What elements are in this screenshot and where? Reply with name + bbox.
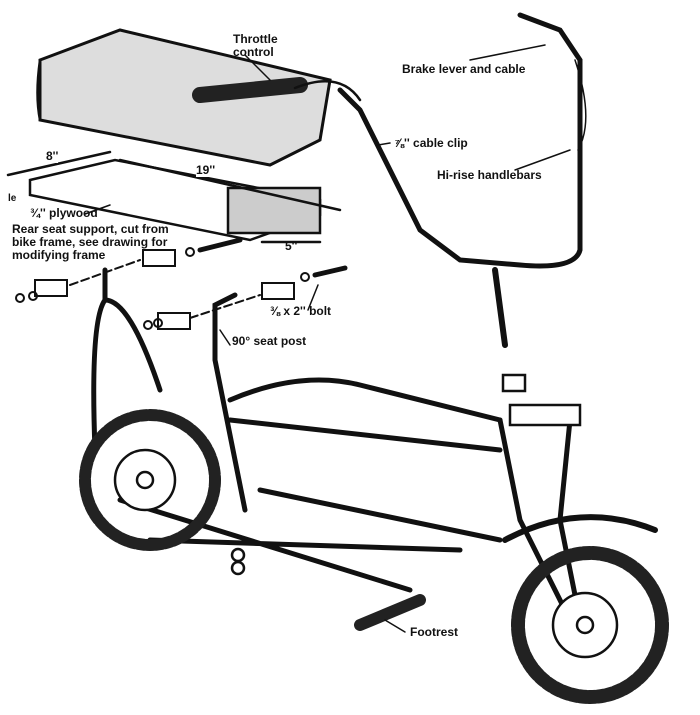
- label-dim-5: 5'': [285, 239, 298, 253]
- handlebars: [337, 12, 583, 269]
- label-brake-lever: Brake lever and cable: [402, 62, 526, 76]
- label-cable-clip: ⅞'' cable clip: [394, 136, 468, 150]
- label-handlebars: Hi-rise handlebars: [437, 168, 542, 182]
- front-wheel: [511, 546, 669, 704]
- label-throttle-control: Throttle control: [233, 32, 278, 59]
- label-footrest: Footrest: [410, 625, 458, 639]
- rear-wheel: [79, 409, 221, 551]
- label-rear-seat-support: Rear seat support, cut from bike frame, …: [12, 222, 169, 262]
- seat-post: [212, 292, 248, 513]
- main-frame: [117, 377, 503, 593]
- label-seat-post: 90° seat post: [232, 334, 307, 348]
- label-partial: le: [8, 193, 17, 204]
- stem: [492, 267, 508, 348]
- throttle-grip: [192, 77, 308, 103]
- label-plywood: ¾'' plywood: [30, 206, 98, 220]
- label-bolt: ⅜ x 2'' bolt: [270, 304, 332, 318]
- label-dim-8: 8'': [46, 149, 59, 163]
- footrest: [354, 594, 426, 631]
- label-dim-19: 19'': [196, 163, 216, 177]
- rear-seat-support: [91, 267, 163, 453]
